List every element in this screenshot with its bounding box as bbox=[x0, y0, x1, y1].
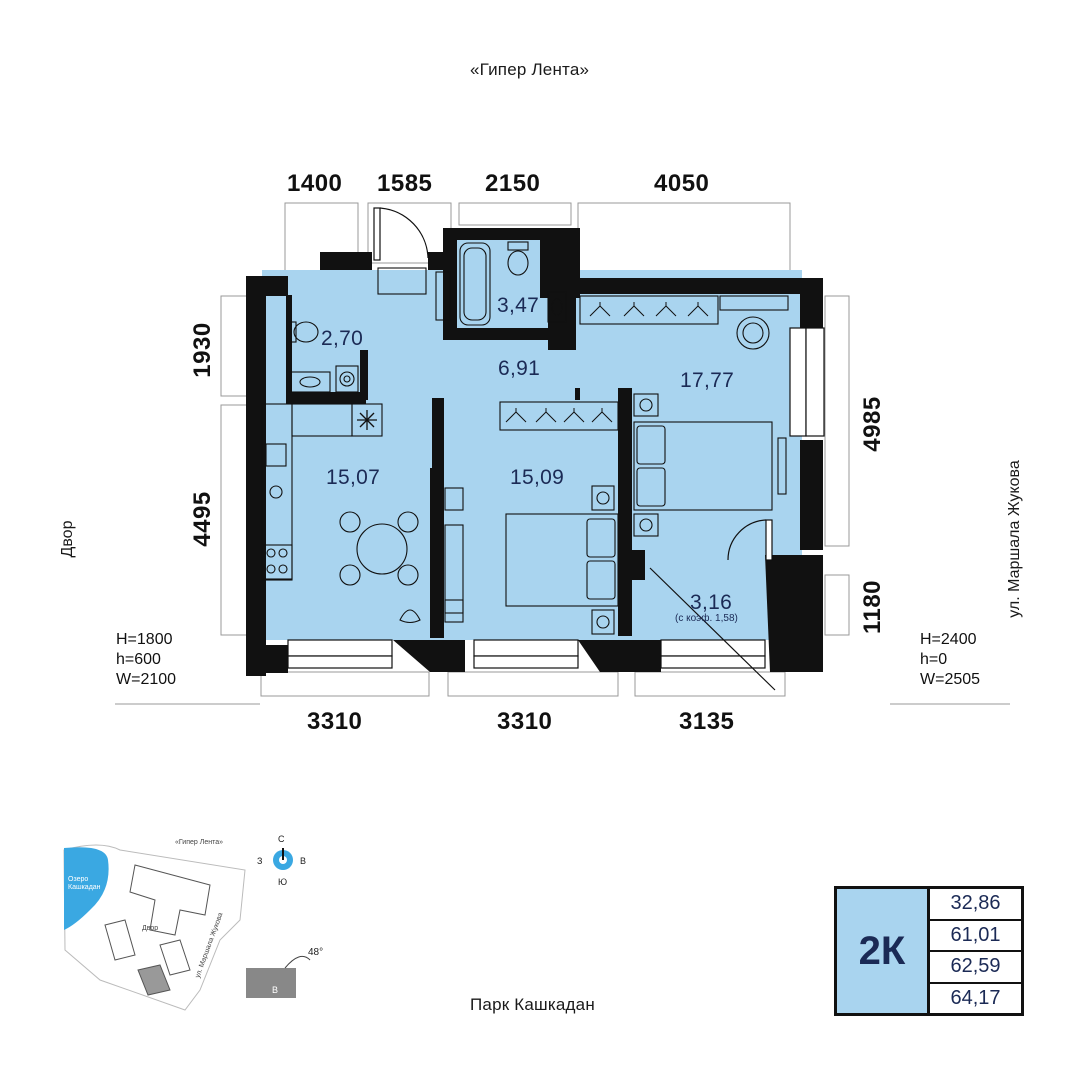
dim-left-1: 1930 bbox=[189, 322, 216, 378]
dim-right-1: 4985 bbox=[859, 396, 886, 452]
label-bottom-surrounding: Парк Кашкадан bbox=[470, 995, 595, 1014]
area-bedroom-right: 17,77 bbox=[680, 369, 735, 392]
freezer-icon bbox=[357, 410, 377, 430]
area-value-total: 61,01 bbox=[930, 921, 1021, 952]
hangers bbox=[505, 302, 709, 423]
compass-south: Ю bbox=[278, 877, 288, 887]
dim-top-2: 1585 bbox=[377, 170, 433, 197]
area-balcony-note: (с коэф. 1,58) bbox=[675, 613, 738, 624]
apartment-type: 2К bbox=[837, 889, 930, 1013]
entrance-door bbox=[373, 207, 429, 261]
compass-east: В bbox=[300, 856, 307, 866]
walls bbox=[246, 228, 823, 676]
label-right-surrounding: ул. Маршала Жукова bbox=[1006, 460, 1023, 618]
minimap-top-label: «Гипер Лента» bbox=[175, 839, 223, 846]
dim-bottom-1: 3310 bbox=[307, 708, 363, 735]
furniture bbox=[261, 241, 789, 635]
area-value-full: 64,17 bbox=[950, 986, 1001, 1009]
dim-left-2: 4495 bbox=[189, 491, 216, 547]
area-wc: 2,70 bbox=[321, 327, 364, 350]
minimap-angle: 48° bbox=[308, 947, 324, 958]
area-value-total-balcony: 62,59 bbox=[930, 952, 1021, 984]
area-value-living: 32,86 bbox=[930, 889, 1021, 921]
area-bath: 3,47 bbox=[497, 294, 540, 317]
label-left-surrounding: Двор bbox=[59, 520, 76, 558]
apartment-summary: 2К 32,86 61,01 62,59 64,17 bbox=[834, 886, 1024, 1016]
dim-top-3: 2150 bbox=[485, 170, 541, 197]
area-hall: 6,91 bbox=[498, 357, 541, 380]
bedroom-door bbox=[649, 519, 776, 691]
dim-bottom-2: 3310 bbox=[497, 708, 553, 735]
minimap-section: В bbox=[272, 985, 279, 995]
site-minimap bbox=[63, 844, 311, 1011]
windows bbox=[287, 327, 825, 669]
area-values: 32,86 61,01 62,59 64,17 bbox=[930, 889, 1021, 1013]
minimap-yard-label: Двор bbox=[142, 925, 159, 932]
area-bedroom-center: 15,09 bbox=[510, 466, 565, 489]
dim-bottom-3: 3135 bbox=[679, 708, 735, 735]
dim-right-2: 1180 bbox=[859, 579, 886, 635]
dim-top-4: 4050 bbox=[654, 170, 710, 197]
window-note-right: H=2400 h=0 W=2505 bbox=[920, 631, 981, 688]
area-balcony: 3,16 bbox=[690, 591, 733, 614]
compass-west: З bbox=[257, 856, 263, 866]
compass-icon bbox=[273, 848, 293, 870]
window-note-left: H=1800 h=600 W=2100 bbox=[116, 631, 177, 688]
label-top-surrounding: «Гипер Лента» bbox=[470, 60, 590, 79]
minimap-lake-label: Озеро Кашкадан bbox=[68, 876, 101, 891]
dim-top-1: 1400 bbox=[287, 170, 343, 197]
compass-north: С bbox=[278, 834, 285, 844]
area-kitchen: 15,07 bbox=[326, 466, 381, 489]
